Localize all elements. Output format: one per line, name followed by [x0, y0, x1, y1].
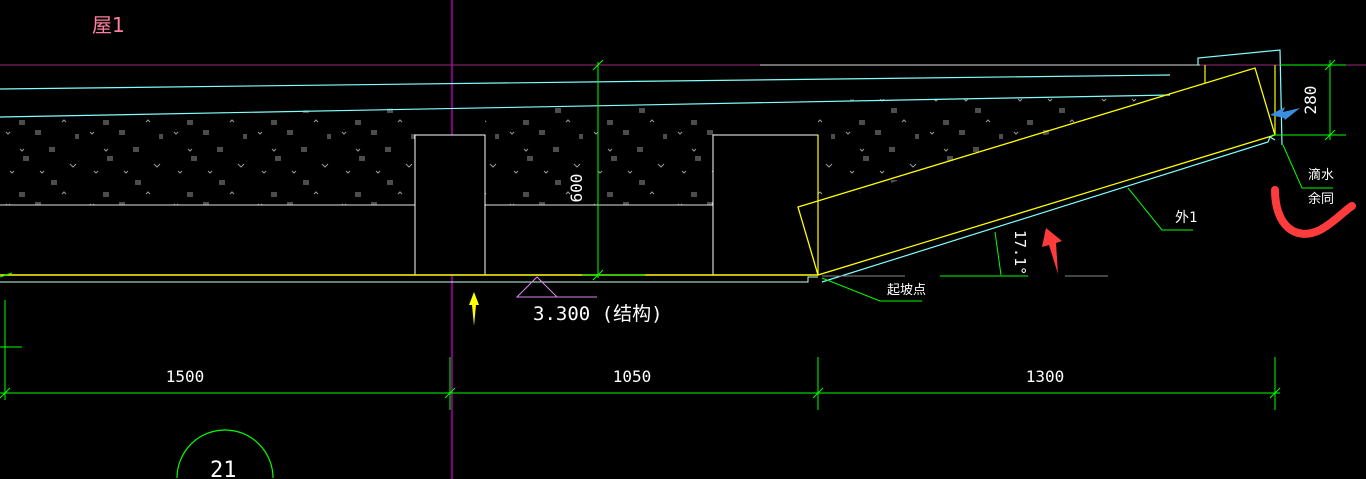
opening-1 — [414, 134, 486, 276]
drawing-title: 屋1 — [92, 13, 125, 37]
opening-2 — [712, 134, 819, 276]
yellow-arrow-icon — [469, 292, 479, 326]
axis-bubble-label: 21 — [210, 458, 237, 479]
dimension-1300-label: 1300 — [1026, 367, 1065, 386]
red-arrow-icon — [1042, 228, 1062, 274]
slope-start-leader — [821, 277, 922, 302]
roof-top-line — [0, 74, 1171, 90]
drip-label: 滴水 — [1308, 167, 1334, 183]
dimension-1500-label: 1500 — [166, 367, 205, 386]
red-curve-mark — [1271, 186, 1356, 238]
parapet — [1197, 49, 1283, 146]
insulation-hatch — [0, 95, 1170, 205]
elevation-marker — [515, 276, 559, 298]
dimension-600-label: 600 — [567, 174, 586, 203]
dimension-280-label: 280 — [1301, 86, 1320, 115]
exterior-leader — [1127, 187, 1193, 231]
drip-label-2: 余同 — [1308, 191, 1334, 207]
drip-leader — [1282, 144, 1333, 189]
exterior-label: 外1 — [1175, 210, 1197, 226]
bottom-dimension-line — [0, 272, 1281, 410]
elevation-label: 3.300 (结构) — [533, 303, 663, 325]
slope-start-label: 起坡点 — [887, 283, 926, 298]
roof-under-line — [0, 94, 1171, 118]
dimension-280 — [1272, 59, 1346, 141]
slope-angle-label: 17.1° — [1011, 230, 1029, 275]
axis-bubble — [176, 429, 274, 479]
dimension-600 — [582, 59, 645, 281]
dimension-1050-label: 1050 — [613, 367, 652, 386]
blue-arrow-icon — [1270, 107, 1300, 120]
slope-angle-marker — [822, 231, 1108, 277]
